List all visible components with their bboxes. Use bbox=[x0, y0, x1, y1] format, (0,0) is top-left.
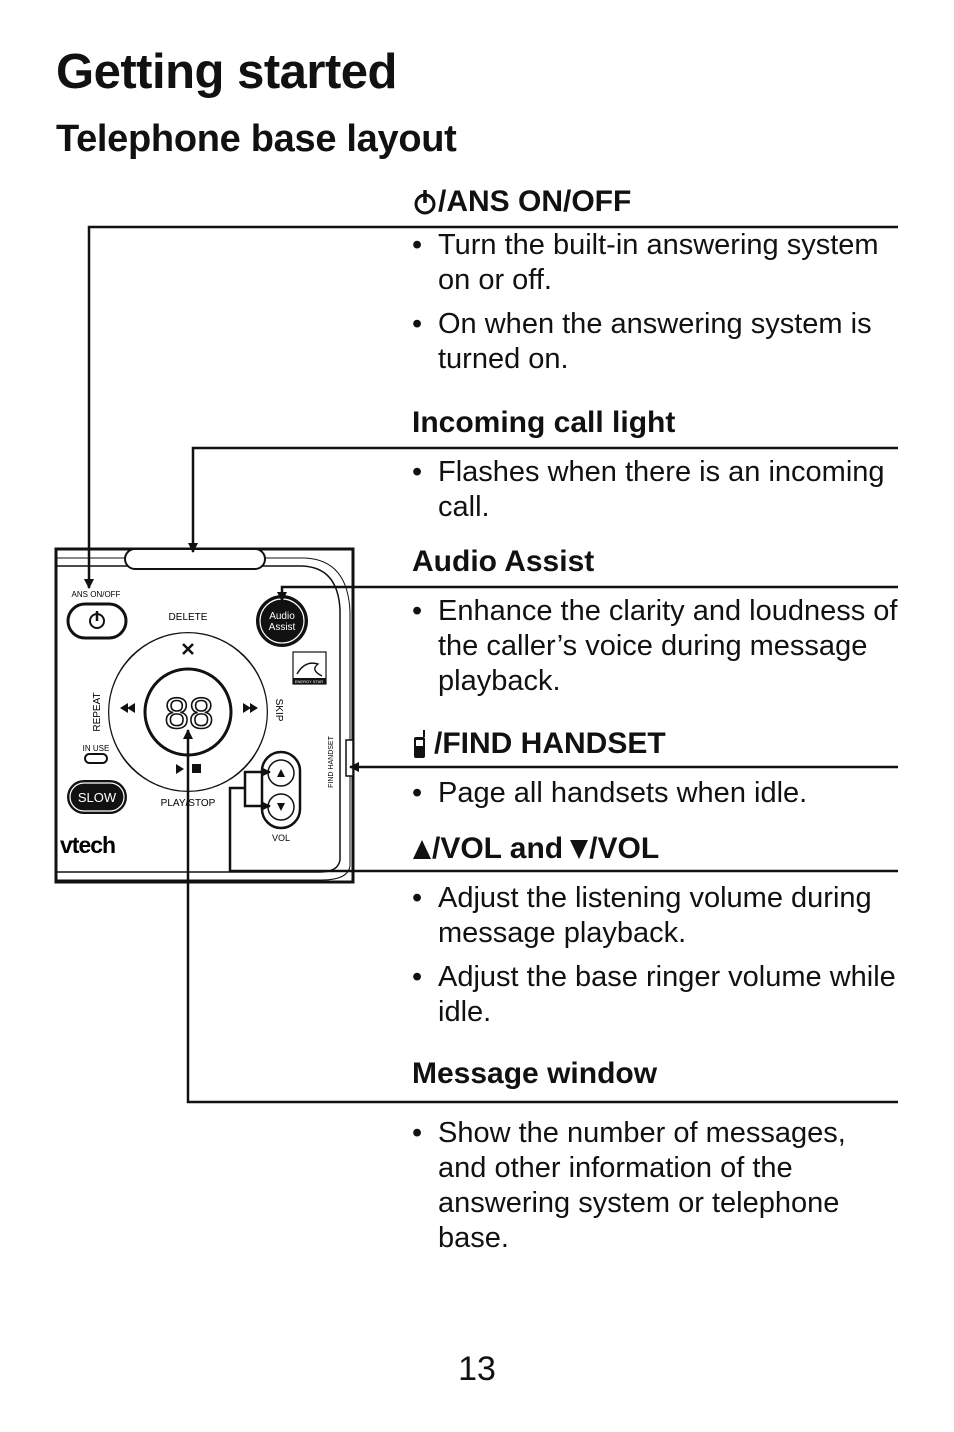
audio-assist-label-2: Assist bbox=[269, 622, 296, 633]
section-title: Audio Assist bbox=[412, 545, 595, 578]
triangle-up-icon bbox=[277, 769, 285, 777]
fast-forward-icon bbox=[243, 703, 258, 713]
skip-label: SKIP bbox=[273, 699, 284, 722]
section-title: /FIND HANDSET bbox=[412, 726, 900, 762]
in-use-light bbox=[84, 753, 108, 764]
ans-label: ANS ON/OFF bbox=[72, 590, 121, 599]
section-title: /ANS ON/OFF bbox=[412, 184, 900, 220]
section-find-handset: /FIND HANDSET Page all handsets when idl… bbox=[412, 726, 900, 820]
section-heading: Telephone base layout bbox=[56, 118, 457, 160]
vtech-logo: vtech bbox=[60, 832, 115, 858]
power-icon bbox=[414, 190, 436, 215]
section-ans-on-off: /ANS ON/OFF Turn the built-in answering … bbox=[412, 184, 900, 386]
section-title: Message window bbox=[412, 1057, 658, 1090]
vol-label: VOL bbox=[272, 833, 290, 843]
delete-x-icon bbox=[182, 643, 194, 655]
incoming-call-light bbox=[124, 548, 266, 570]
section-title: /VOL and /VOL bbox=[412, 831, 900, 867]
audio-assist-button[interactable] bbox=[256, 595, 308, 647]
section-message-window: Message window Show the number of messag… bbox=[412, 1056, 900, 1265]
callout-message-window bbox=[183, 729, 898, 1104]
audio-assist-label-1: Audio bbox=[269, 611, 295, 622]
triangle-down-icon bbox=[570, 840, 589, 859]
find-handset-button[interactable] bbox=[345, 739, 354, 777]
rewind-icon bbox=[120, 703, 135, 713]
power-icon bbox=[89, 611, 105, 629]
slow-label: SLOW bbox=[78, 790, 117, 805]
handset-icon bbox=[414, 730, 425, 758]
find-handset-side-label: FIND HANDSET bbox=[328, 735, 335, 787]
section-incoming-call-light: Incoming call light Flashes when there i… bbox=[412, 405, 900, 534]
section-volume: /VOL and /VOL Adjust the listening volum… bbox=[412, 831, 900, 1039]
bullet: Turn the built-in answering system on or… bbox=[412, 228, 900, 298]
bullet: On when the answering system is turned o… bbox=[412, 307, 900, 377]
section-title: Incoming call light bbox=[412, 406, 676, 439]
bullet: Show the number of messages, and other i… bbox=[412, 1116, 900, 1256]
slow-button[interactable] bbox=[67, 780, 127, 814]
play-stop-icon bbox=[176, 764, 201, 774]
bullet: Flashes when there is an incoming call. bbox=[412, 455, 900, 525]
repeat-label: REPEAT bbox=[92, 692, 103, 731]
callout-vol bbox=[228, 786, 898, 873]
bullet: Adjust the listening volume during messa… bbox=[412, 881, 900, 951]
bullet: Page all handsets when idle. bbox=[412, 776, 900, 811]
callout-ans bbox=[84, 225, 898, 589]
delete-label: DELETE bbox=[169, 612, 208, 623]
page-number: 13 bbox=[458, 1350, 496, 1388]
bullet: Adjust the base ringer volume while idle… bbox=[412, 960, 900, 1030]
section-audio-assist: Audio Assist Enhance the clarity and lou… bbox=[412, 544, 900, 708]
in-use-label: IN USE bbox=[83, 744, 110, 753]
triangle-down-icon bbox=[277, 803, 285, 811]
energy-star-label: ENERGY STAR bbox=[295, 679, 323, 684]
triangle-up-icon bbox=[413, 840, 431, 859]
callout-incoming-light bbox=[188, 446, 898, 553]
bullet: Enhance the clarity and loudness of the … bbox=[412, 594, 900, 699]
callout-audio-assist bbox=[277, 585, 898, 602]
page-title: Getting started bbox=[56, 45, 397, 99]
